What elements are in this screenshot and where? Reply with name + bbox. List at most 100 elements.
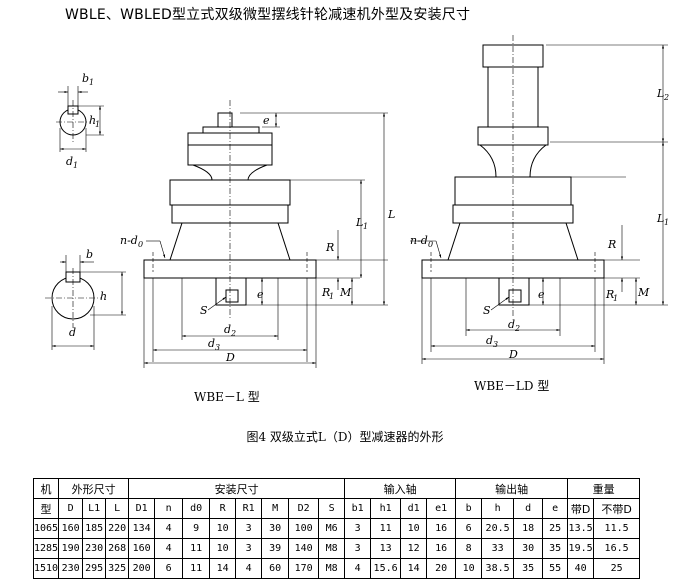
header-weight: 重量 xyxy=(567,478,641,499)
table-cell: M8 xyxy=(318,558,346,579)
table-cell: 10 xyxy=(455,558,483,579)
label-d3-right: d xyxy=(486,334,493,347)
table-cell: 3 xyxy=(235,538,263,559)
label-d: d xyxy=(69,326,76,339)
label-L1-right: L xyxy=(656,212,664,225)
table-cell: 4 xyxy=(235,558,263,579)
table-cell: 134 xyxy=(128,518,156,539)
svg-text:1: 1 xyxy=(89,78,94,87)
table-cell: 185 xyxy=(82,518,107,539)
subheader-cell: S xyxy=(318,498,346,519)
table-cell: 16 xyxy=(426,518,457,539)
table-cell: 11 xyxy=(182,538,211,559)
table-cell: 160 xyxy=(58,518,84,539)
table-cell: 11.5 xyxy=(593,518,641,539)
svg-text:1: 1 xyxy=(329,292,334,301)
table-cell: 10 xyxy=(400,518,428,539)
table-cell: 25 xyxy=(542,518,569,539)
subheader-cell: M xyxy=(261,498,290,519)
label-d1: d xyxy=(66,155,73,168)
table-cell: 18 xyxy=(513,518,544,539)
label-d2-right: d xyxy=(508,318,515,331)
header-output: 输出轴 xyxy=(455,478,569,499)
table-cell: 12 xyxy=(400,538,428,559)
table-cell: 14 xyxy=(209,558,237,579)
table-cell: 8 xyxy=(455,538,483,559)
label-D-right: D xyxy=(508,348,518,361)
table-cell: 4 xyxy=(344,558,372,579)
subheader-cell: n xyxy=(154,498,184,519)
table-cell: 25 xyxy=(593,558,641,579)
label-e-top: e xyxy=(263,114,270,127)
subheader-cell: h xyxy=(481,498,515,519)
table-cell: 9 xyxy=(182,518,211,539)
table-cell: 1065 xyxy=(32,518,60,539)
label-D-left: D xyxy=(225,351,235,364)
subheader-cell: e1 xyxy=(426,498,457,519)
label-b1: b xyxy=(82,72,89,85)
table-cell: 325 xyxy=(105,558,130,579)
table-cell: 13.5 xyxy=(567,518,595,539)
label-R1-left: R xyxy=(321,286,330,299)
table-cell: 16 xyxy=(426,538,457,559)
svg-text:1: 1 xyxy=(363,222,368,231)
table-cell: 11 xyxy=(182,558,211,579)
outline-drawing: b 1 h 1 d 1 b h d xyxy=(45,35,669,368)
label-d2-left: d xyxy=(224,323,231,336)
table-cell: 10 xyxy=(209,538,237,559)
table-cell: 10 xyxy=(209,518,237,539)
table-cell: 190 xyxy=(58,538,84,559)
table-cell: M8 xyxy=(318,538,346,559)
label-nd0-left: n-d xyxy=(120,234,138,247)
subheader-cell: R xyxy=(209,498,237,519)
table-cell: 38.5 xyxy=(481,558,515,579)
subheader-cell: L1 xyxy=(82,498,107,519)
table-cell: M6 xyxy=(318,518,346,539)
table-cell: 55 xyxy=(542,558,569,579)
table-cell: 14 xyxy=(400,558,428,579)
svg-text:1: 1 xyxy=(664,218,669,227)
table-cell: 230 xyxy=(82,538,107,559)
header-install: 安装尺寸 xyxy=(128,478,346,499)
header-input: 输入轴 xyxy=(344,478,457,499)
header-without-motor: 不带D xyxy=(593,498,641,519)
table-cell: 19.5 xyxy=(567,538,595,559)
table-cell: 20.5 xyxy=(481,518,515,539)
table-cell: 35 xyxy=(542,538,569,559)
label-R-left: R xyxy=(325,241,334,254)
input-shaft-section xyxy=(56,86,104,152)
table-subheader-row: 型 D L1 L D1 n d0 R R1 M D2 S b1 h1 d1 e1… xyxy=(32,498,641,519)
subheader-cell: D2 xyxy=(288,498,320,519)
svg-text:0: 0 xyxy=(138,240,143,249)
table-cell: 33 xyxy=(481,538,515,559)
subheader-cell: b xyxy=(455,498,483,519)
subheader-cell: L xyxy=(105,498,130,519)
table-cell: 1510 xyxy=(32,558,60,579)
svg-text:2: 2 xyxy=(230,329,236,338)
table-cell: 230 xyxy=(58,558,84,579)
subheader-cell: d xyxy=(513,498,544,519)
label-S-left: S xyxy=(200,304,208,317)
svg-text:0: 0 xyxy=(428,240,433,249)
label-M-right: M xyxy=(637,286,650,299)
figure-caption: 图4 双级立式L（D）型减速器的外形 xyxy=(246,430,444,444)
header-machine-2: 型 xyxy=(32,498,60,519)
svg-text:2: 2 xyxy=(514,324,520,333)
table-cell: 13 xyxy=(370,538,402,559)
dimension-table: 机 外形尺寸 安装尺寸 输入轴 输出轴 重量 型 D L1 L D1 n d0 … xyxy=(32,478,641,579)
label-wbe-ld: WBE－LD 型 xyxy=(474,379,550,393)
svg-text:2: 2 xyxy=(663,93,669,102)
label-h1: h xyxy=(89,114,96,127)
table-cell: 4 xyxy=(154,518,184,539)
label-b: b xyxy=(86,248,93,261)
label-L: L xyxy=(387,208,395,221)
label-L2: L xyxy=(656,87,664,100)
page-title: WBLE、WBLED型立式双级微型摆线针轮减速机外型及安装尺寸 xyxy=(65,7,471,23)
label-wbe-l: WBE－L 型 xyxy=(194,390,260,404)
table-cell: 3 xyxy=(235,518,263,539)
subheader-cell: h1 xyxy=(370,498,402,519)
label-h: h xyxy=(100,290,107,303)
